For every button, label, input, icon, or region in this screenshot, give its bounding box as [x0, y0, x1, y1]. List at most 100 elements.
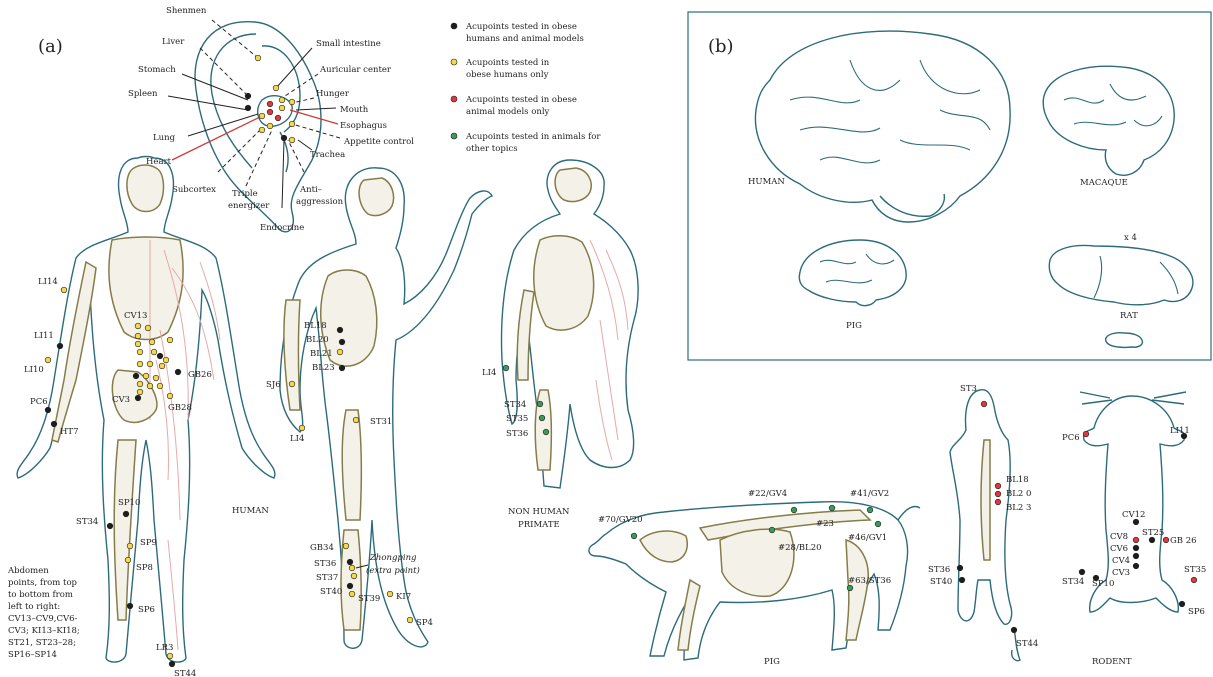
acupoint-dot-yellow: [349, 591, 355, 597]
acupoint-dot-black: [347, 583, 353, 589]
acupoint-dot-yellow: [143, 373, 149, 379]
ear-label-subcortex: Subcortex: [172, 185, 216, 195]
acupoint-dot-green: [769, 527, 775, 533]
acupoint-dot-yellow: [145, 325, 151, 331]
pig-label-bl20: #28/BL20: [778, 543, 822, 553]
primate-label-st35: ST35: [506, 414, 528, 424]
acupoint-dot-black: [135, 395, 141, 401]
acupoint-dot-yellow: [259, 113, 265, 119]
acupoint-dot-black: [157, 353, 163, 359]
human-label-sp8: SP8: [136, 563, 153, 573]
brain-label-scale: x 4: [1124, 233, 1137, 243]
acupoint-dot-red: [1133, 537, 1139, 543]
acupoint-dot-yellow: [147, 383, 153, 389]
acupoint-dot-black: [337, 327, 343, 333]
acupoint-dot-yellow: [267, 123, 273, 129]
rodent-label-gb26: GB 26: [1170, 536, 1197, 546]
human-label-cv13: CV13: [124, 311, 147, 321]
primate-name-line2: PRIMATE: [518, 520, 560, 530]
ear-label-anti: Anti–: [299, 185, 322, 195]
side-label-li4: LI4: [290, 434, 304, 444]
human-label-sp6: SP6: [138, 605, 155, 615]
acupoint-dot-red: [995, 499, 1001, 505]
acupoint-dot-black: [1133, 519, 1139, 525]
side-label-sp4: SP4: [416, 618, 433, 628]
side-label-zhongping: Zhongping: [369, 553, 417, 563]
acupoint-dot-green: [543, 429, 549, 435]
acupoint-dot-red: [267, 109, 273, 115]
primate-name-line1: NON HUMAN: [508, 507, 570, 517]
acupoint-dot-yellow: [45, 357, 51, 363]
acupoint-dot-black: [339, 339, 345, 345]
acupoint-dot-yellow: [289, 381, 295, 387]
acupoint-dot-green: [631, 533, 637, 539]
acupoint-dot-green: [829, 505, 835, 511]
abdomen-note-line: left to right:: [8, 602, 60, 612]
side-label-bl21: BL21: [310, 349, 333, 359]
acupoint-dot-red: [1083, 431, 1089, 437]
side-label-st40: ST40: [320, 587, 342, 597]
acupoint-dot-black: [245, 105, 251, 111]
acupoint-dot-yellow: [167, 393, 173, 399]
acupoint-dot-yellow: [351, 573, 357, 579]
acupoint-dot-red: [981, 401, 987, 407]
acupoint-dot-yellow: [147, 361, 153, 367]
acupoint-dot-green: [867, 507, 873, 513]
abdomen-note-line: Abdomen: [7, 566, 49, 576]
acupoint-dot-black: [1079, 569, 1085, 575]
primate-label-st34: ST34: [504, 400, 526, 410]
primate-label-st36: ST36: [506, 429, 528, 439]
acupoint-dot-yellow: [137, 361, 143, 367]
rodent-label-st3: ST3: [960, 384, 977, 394]
rodent-label-st34: ST34: [1062, 577, 1084, 587]
acupoint-dot-black: [1093, 575, 1099, 581]
acupoint-dot-red: [1163, 537, 1169, 543]
human-side-figure: BL18 BL20 BL21 BL23 SJ6 LI4 ST31 GB34 ST…: [266, 168, 492, 648]
acupoint-dot-black: [1011, 627, 1017, 633]
rodent-label-st40: ST40: [930, 577, 952, 587]
human-label-sp9: SP9: [140, 538, 157, 548]
human-label-lr3: LR3: [156, 643, 173, 653]
human-label-st44: ST44: [174, 669, 196, 677]
rodent-label-st44: ST44: [1016, 639, 1038, 649]
side-label-extra-point: (extra point): [366, 565, 420, 576]
acupoint-dot-yellow: [135, 341, 141, 347]
acupoint-dot-yellow: [137, 349, 143, 355]
ear-label-energizer: energizer: [228, 201, 270, 211]
acupoint-dot-black: [107, 523, 113, 529]
side-label-sj6: SJ6: [266, 380, 281, 390]
ear-label-mouth: Mouth: [340, 105, 369, 115]
acupoint-dot-black: [1133, 553, 1139, 559]
acupoint-dots: [45, 55, 1197, 667]
ear-label-lung: Lung: [153, 133, 176, 143]
acupoint-dot-yellow: [135, 323, 141, 329]
acupoint-dot-yellow: [299, 425, 305, 431]
side-label-gb34: GB34: [310, 543, 334, 553]
abdomen-note-line: to bottom from: [8, 590, 73, 600]
acupoint-dot-black: [133, 373, 139, 379]
acupoint-dot-yellow: [353, 417, 359, 423]
acupoint-dot-yellow: [153, 375, 159, 381]
acupoint-dot-yellow: [163, 357, 169, 363]
rodent-label-cv6: CV6: [1110, 544, 1128, 554]
legend-line: humans and animal models: [466, 34, 584, 44]
acupoint-dot-red: [267, 101, 273, 107]
rodent-label-sp6: SP6: [1188, 607, 1205, 617]
acupoint-dot-black: [1149, 537, 1155, 543]
acupoint-dot-yellow: [167, 653, 173, 659]
acupoint-dot-black: [169, 661, 175, 667]
panel-a-label: (a): [38, 36, 63, 57]
acupoint-dot-yellow: [61, 287, 67, 293]
legend: Acupoints tested in obese humans and ani…: [451, 22, 601, 154]
acupoint-dot-black: [347, 559, 353, 565]
side-label-ki7: KI7: [396, 592, 411, 602]
brain-label-rat: RAT: [1120, 311, 1138, 321]
acupoint-dot-yellow: [167, 337, 173, 343]
acupoint-dot-black: [1179, 601, 1185, 607]
acupoint-dot-yellow: [279, 105, 285, 111]
legend-line: animal models only: [466, 107, 550, 117]
abdomen-note-line: CV13–CV9,CV6-: [8, 614, 78, 624]
acupoint-dot-black: [1181, 433, 1187, 439]
ear-label-triple: Triple: [232, 189, 258, 199]
acupoint-dot-yellow: [289, 137, 295, 143]
